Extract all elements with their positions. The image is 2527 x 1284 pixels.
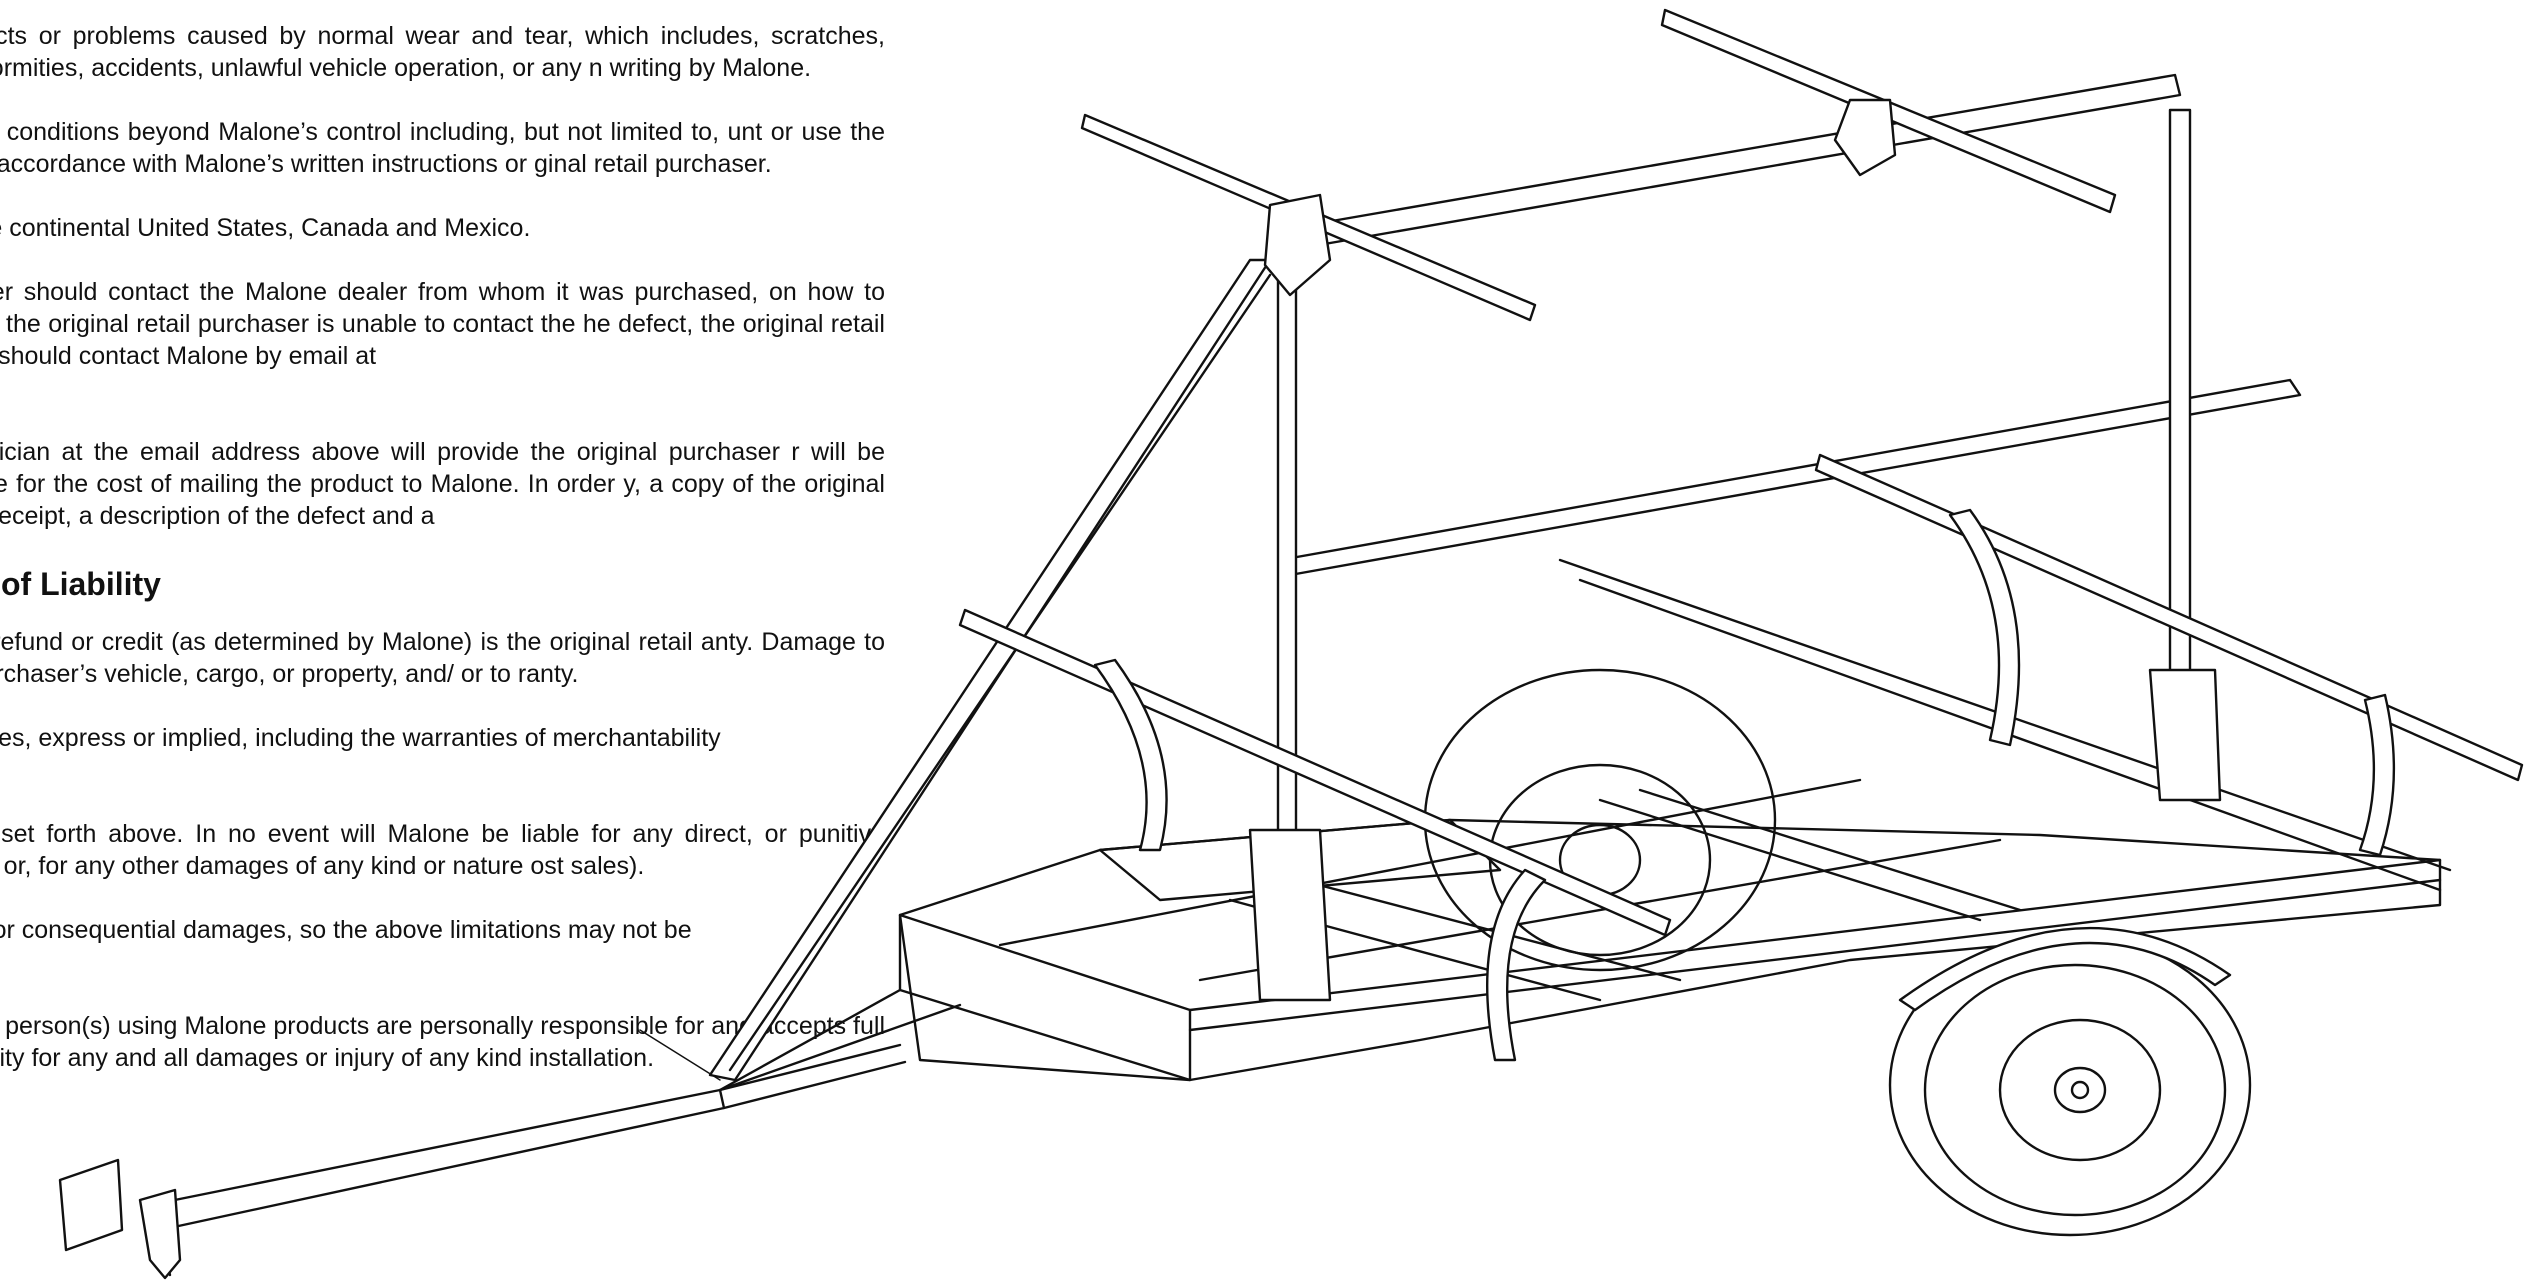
section-heading: claimer of Liability [0,566,161,602]
warranty-text-column: n for defects or problems caused by norm… [0,20,885,1106]
trailer-tongue [58,1043,907,1280]
paragraph: e remedy set forth above. In no event wi… [0,820,885,880]
paragraph: ssue of a refund or credit (as determine… [0,628,885,688]
crossbars [958,8,2524,937]
paragraph: tside of the continental United States, … [0,214,531,242]
paragraph: er warranties, express or implied, inclu… [0,724,721,752]
bunk-brackets [639,508,2396,1081]
paragraph: ulting from conditions beyond Malone’s c… [0,118,885,178]
paragraph: il purchaser should contact the Malone d… [0,278,885,370]
paragraph: n for defects or problems caused by norm… [0,22,885,82]
paragraph: incidental or consequential damages, so … [0,916,692,944]
paragraph: e, a technician at the email address abo… [0,438,885,530]
rack-uprights [708,73,2222,1082]
front-wheel [1888,926,2252,1237]
